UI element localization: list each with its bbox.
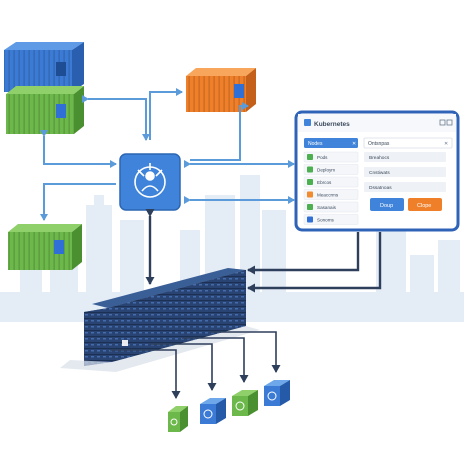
close-icon[interactable]: ✕ [352,141,356,147]
pod-icon [307,154,313,160]
sidebar-item-label: Sasanais [317,205,337,210]
secondary-button[interactable] [408,198,442,211]
container-green-bottom-left [8,224,82,270]
kubernetes-dashboard-panel: Kubernetes Nodes ✕ PodsDeploymEbrcosMeac… [294,110,460,232]
app-icon [304,119,311,126]
sidebar-item-label: Sonoms [317,218,335,223]
cluster-node-icon [122,340,128,346]
blue-connector-arrows [40,88,295,221]
sidebar-item-label: Deploym [317,168,335,173]
search-label: Ontsnpas [368,141,390,147]
search-bar[interactable] [363,137,453,149]
sidebar-item-label: Meaccrms [317,193,339,198]
container-cube-green-2 [232,390,258,416]
sidebar-item-label: Ebrcos [317,180,332,185]
deployment-icon [307,166,313,173]
secondary-button-label: Clope [417,203,431,209]
container-cube-blue-2 [264,380,290,406]
sidebar-item[interactable]: Meaccrms [303,189,359,200]
sidebar-item[interactable]: Ebrcos [303,176,359,188]
field-label: Dssatnoas [369,185,392,191]
field-label: Breahocs [369,155,390,161]
server-cluster [60,268,260,372]
field-row[interactable] [364,182,446,192]
panel-title: Kubernetes [314,121,350,128]
sidebar: Nodes ✕ PodsDeploymEbrcosMeaccrmsSasanai… [303,138,359,225]
sidebar-item[interactable]: Deploym [303,164,359,175]
primary-button-label: Doup [380,203,393,209]
config-icon [307,191,313,198]
sidebar-item-label: Pods [317,155,328,160]
window-control-icon[interactable] [439,119,446,126]
container-cube-blue-1 [200,398,226,424]
field-row[interactable] [364,167,446,177]
secret-icon [307,204,313,210]
field-row[interactable] [364,152,446,162]
kubernetes-hub[interactable] [119,153,181,211]
sidebar-item[interactable]: Sasanais [303,201,359,213]
container-blue-top-left [4,42,84,92]
cluster-output-arrows [110,331,281,399]
kubernetes-hub-icon [134,163,166,198]
container-cube-green-1 [168,406,188,432]
volume-icon [307,216,313,223]
close-icon[interactable]: ✕ [444,141,448,147]
sidebar-header: Nodes [308,141,323,147]
sidebar-item[interactable]: Sonoms [303,214,359,225]
window-control-icon[interactable] [446,119,453,126]
dark-connector-arrows [145,209,382,293]
field-label: Cnstiwats [369,170,390,176]
container-orange-top [186,68,256,112]
primary-button[interactable] [370,198,404,211]
service-icon [307,179,313,185]
container-green-left [6,86,84,134]
sidebar-item[interactable]: Pods [303,151,359,163]
